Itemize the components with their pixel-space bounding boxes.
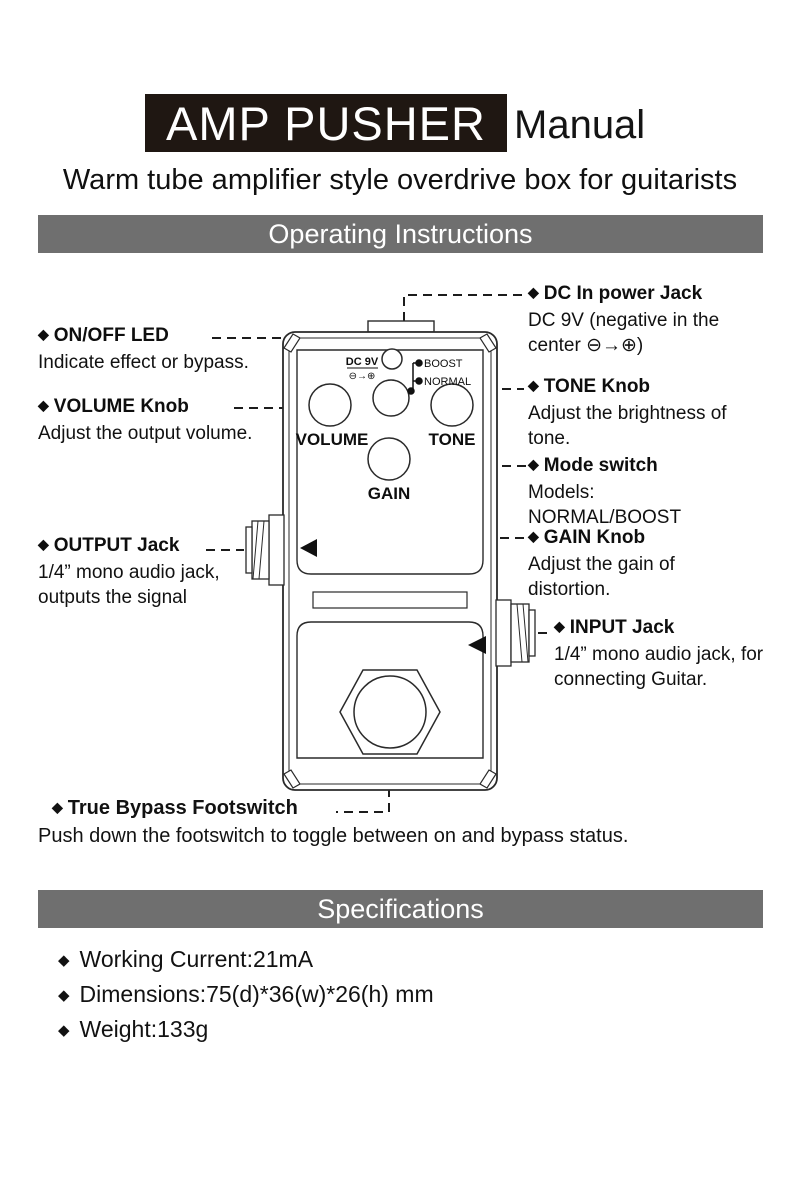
callout-volume-knob: ◆VOLUME Knob Adjust the output volume.: [38, 396, 253, 444]
callout-footswitch-desc: Push down the footswitch to toggle betwe…: [38, 825, 629, 847]
callout-gain-knob: ◆GAIN Knob Adjust the gain of distortion…: [528, 527, 675, 600]
diamond-bullet-icon: ◆: [38, 536, 49, 552]
callout-mode-switch: ◆Mode switch Models: NORMAL/BOOST: [528, 455, 682, 528]
volume-knob-label: VOLUME: [296, 430, 369, 449]
diamond-bullet-icon: ◆: [528, 284, 539, 300]
specifications-list: ◆Working Current:21mA ◆Dimensions:75(d)*…: [58, 946, 434, 1051]
mode-normal-label: NORMAL: [424, 376, 471, 388]
corner-chamfer: [283, 333, 301, 353]
callout-tone-knob: ◆TONE Knob Adjust the brightness of tone…: [528, 376, 727, 449]
dc-jack-tab: [367, 320, 435, 333]
lower-panel: [296, 621, 484, 759]
product-title: AMP PUSHER: [166, 96, 486, 150]
corner-chamfer: [479, 769, 497, 789]
diamond-bullet-icon: ◆: [52, 799, 63, 815]
section-title-specifications: Specifications: [317, 893, 484, 924]
mode-positions-bracket: [407, 359, 423, 395]
section-bar-operating: Operating Instructions: [38, 215, 763, 253]
section-bar-specifications: Specifications: [38, 890, 763, 928]
tone-knob: [430, 383, 474, 427]
diamond-bullet-icon: ◆: [58, 1022, 70, 1039]
diamond-bullet-icon: ◆: [38, 397, 49, 413]
pedal-dc-label: DC 9V: [346, 356, 379, 368]
gain-knob: [367, 437, 411, 481]
signal-arrow-left-icon: [300, 539, 317, 557]
corner-chamfer: [479, 333, 497, 353]
tone-knob-label: TONE: [429, 430, 476, 449]
footswitch-drawing: [339, 669, 441, 755]
pedal-drawing: DC 9V ⊖→⊕ BOOST NORMAL VOLUME TONE GAIN: [206, 294, 550, 813]
spec-weight: ◆Weight:133g: [58, 1016, 209, 1042]
callout-input-jack: ◆INPUT Jack 1/4” mono audio jack, for co…: [554, 617, 764, 690]
callout-output-jack: ◆OUTPUT Jack 1/4” mono audio jack, outpu…: [38, 535, 220, 608]
middle-band: [312, 591, 468, 609]
pedal-diagram: DC 9V ⊖→⊕ BOOST NORMAL VOLUME TONE GAIN …: [0, 270, 800, 888]
corner-chamfer: [283, 769, 301, 789]
pedal-body: [282, 320, 498, 791]
output-jack-drawing: [245, 514, 285, 586]
callout-onoff-led: ◆ON/OFF LED Indicate effect or bypass.: [38, 325, 249, 373]
product-title-box: AMP PUSHER: [145, 94, 507, 152]
diamond-bullet-icon: ◆: [554, 618, 565, 634]
input-jack-drawing: [495, 599, 536, 667]
mode-boost-label: BOOST: [424, 358, 463, 370]
section-title-operating: Operating Instructions: [268, 218, 533, 249]
diamond-bullet-icon: ◆: [38, 326, 49, 342]
signal-arrow-right-icon: [468, 636, 486, 654]
upper-panel: [296, 349, 484, 575]
product-subtitle: Warm tube amplifier style overdrive box …: [62, 164, 738, 196]
diamond-bullet-icon: ◆: [58, 987, 70, 1004]
diamond-bullet-icon: ◆: [58, 952, 70, 969]
callout-dc-power-jack: ◆DC In power Jack DC 9V (negative in the…: [528, 283, 720, 356]
spec-dimensions: ◆Dimensions:75(d)*36(w)*26(h) mm: [58, 981, 434, 1007]
spec-working-current: ◆Working Current:21mA: [58, 946, 314, 972]
gain-knob-label: GAIN: [368, 484, 411, 503]
diamond-bullet-icon: ◆: [528, 528, 539, 544]
mode-switch-knob: [372, 379, 410, 417]
diamond-bullet-icon: ◆: [528, 377, 539, 393]
volume-knob: [308, 383, 352, 427]
pedal-dc-polarity: ⊖→⊕: [349, 371, 376, 382]
onoff-led: [381, 348, 403, 370]
callout-footswitch-title: ◆True Bypass Footswitch: [52, 797, 298, 819]
diamond-bullet-icon: ◆: [528, 456, 539, 472]
manual-label: Manual: [514, 103, 646, 147]
